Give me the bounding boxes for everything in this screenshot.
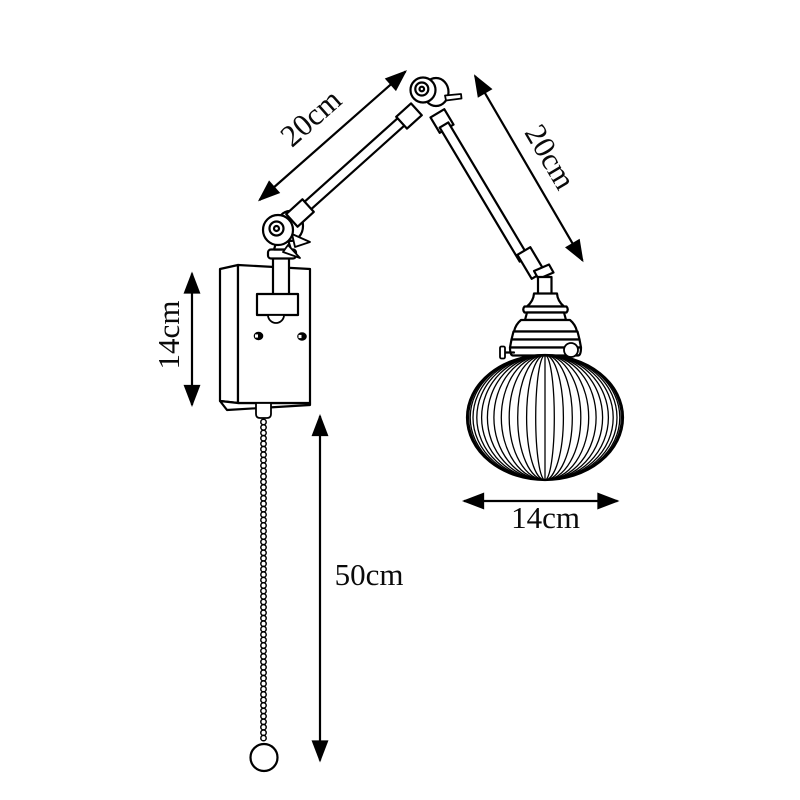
socket-body: [512, 318, 579, 333]
dim-label-shade: 14cm: [511, 500, 580, 535]
dim-arrow-upper-arm: [257, 70, 408, 202]
dim-label-chain: 50cm: [335, 557, 404, 592]
forearm: [429, 108, 530, 263]
wall-joint-wing-fin-2: [282, 244, 301, 259]
wall-plate-side-face: [218, 263, 240, 405]
dim-arrow-forearm: [473, 74, 584, 263]
keyhole-bracket: [255, 292, 300, 317]
mount-stem: [271, 254, 291, 297]
dimension-wall-plate: 14cm: [151, 271, 201, 408]
pull-chain-beads: [260, 418, 267, 742]
socket-set-screw: [499, 345, 516, 360]
elbow-ring: [414, 81, 430, 97]
link-nipple: [536, 275, 553, 296]
dim-label-upper-arm: 20cm: [273, 82, 348, 154]
dim-label-wall-plate: 14cm: [151, 301, 186, 370]
dim-label-forearm: 20cm: [518, 118, 583, 195]
wall-plate: [218, 238, 312, 419]
elbow-joint-face: [409, 76, 437, 104]
dimension-shade: 14cm: [461, 492, 620, 535]
elbow-pin: [418, 85, 426, 93]
keyhole-slot: [267, 314, 285, 324]
screw-left: [253, 331, 264, 341]
socket-switch-knob: [563, 342, 579, 358]
socket-ridge: [522, 305, 569, 314]
shade-globe: [465, 353, 625, 482]
lamp-socket: [499, 292, 583, 360]
wall-joint-ring: [268, 220, 285, 237]
chain-connector: [255, 402, 272, 419]
upper-arm-lower-collar: [285, 198, 315, 228]
link-elbow: [532, 263, 555, 281]
socket-neck: [523, 311, 568, 322]
socket-band-1: [510, 330, 581, 341]
socket-linkage: [516, 246, 555, 296]
elbow-lever-pin: [444, 93, 463, 102]
wall-joint-face: [261, 213, 295, 247]
screw-right: [297, 332, 307, 341]
wall-joint-wing-fin-1: [291, 233, 311, 248]
dimension-chain: 50cm: [311, 413, 404, 763]
pull-chain: [249, 418, 279, 773]
socket-cap: [525, 292, 566, 308]
chain-pull-ball: [249, 742, 279, 773]
wall-joint-pin: [272, 224, 281, 233]
dimension-forearm: 20cm: [473, 74, 584, 263]
